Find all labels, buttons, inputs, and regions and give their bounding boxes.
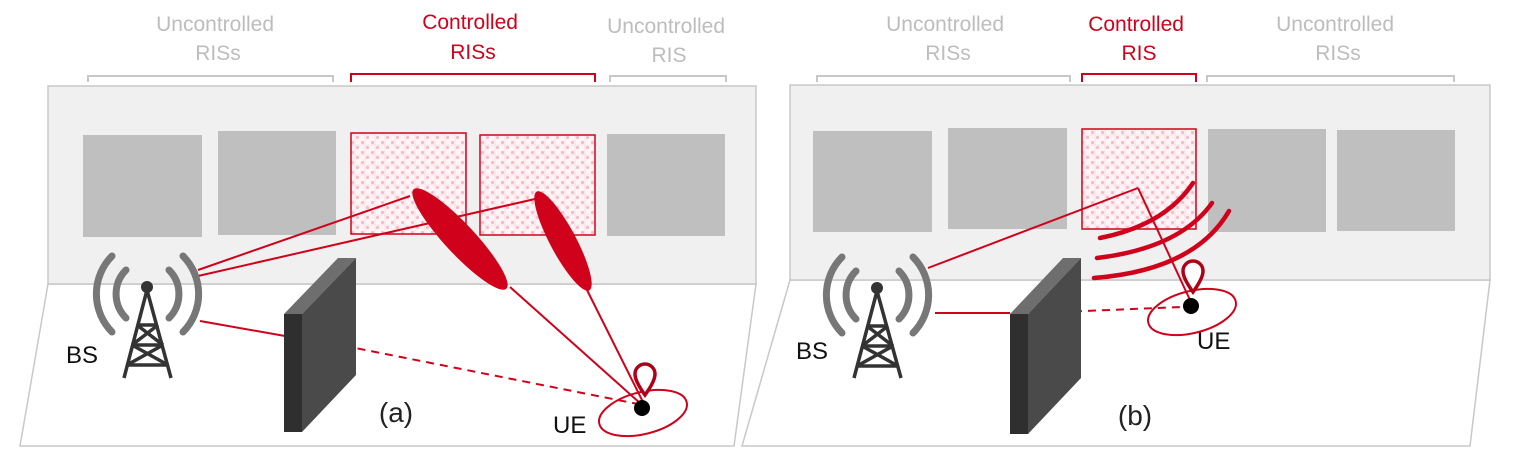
beam-lobe: [412, 188, 508, 290]
ris-panel-controlled: [1081, 128, 1197, 230]
ris-panel-uncontrolled: [948, 128, 1067, 229]
cell-tower-icon: [822, 253, 933, 379]
ris-panel-uncontrolled: [607, 134, 725, 236]
beam-lobe: [534, 191, 592, 291]
floor-b: [741, 279, 1491, 447]
bs-label-b: BS: [796, 338, 828, 365]
obstacle-block-icon: [1010, 258, 1081, 434]
location-pin-icon: [633, 362, 657, 398]
ue-area-a: [598, 388, 688, 438]
label-controlled-a: Controlled RISs: [422, 11, 524, 64]
cell-tower-icon: [92, 252, 203, 379]
ue-device-b: [1183, 298, 1199, 314]
panel-b: Uncontrolled RISs Controlled RIS Uncontr…: [741, 13, 1491, 447]
label-controlled-b: Controlled RIS: [1088, 13, 1190, 65]
ris-panel-uncontrolled: [1337, 130, 1455, 231]
bs-label-a: BS: [66, 342, 98, 369]
location-pin-icon: [1181, 259, 1205, 295]
label-left-uncontrolled-a: Uncontrolled RISs: [156, 13, 280, 65]
bracket-controlled-b: [1081, 73, 1197, 82]
label-right-uncontrolled-a: Uncontrolled RIS: [607, 15, 731, 67]
ris-panel-uncontrolled: [83, 135, 202, 237]
bracket-controlled-a: [350, 73, 596, 82]
ue-area-b: [1147, 287, 1237, 337]
focusing-arcs: [1091, 180, 1232, 281]
obstacle-block-icon: [284, 258, 356, 432]
label-left-uncontrolled-b: Uncontrolled RISs: [886, 13, 1010, 65]
bracket-left-a: [87, 75, 334, 82]
panel-a: Uncontrolled RISs Controlled RISs Uncont…: [19, 11, 757, 447]
ue-label-a: UE: [553, 412, 586, 439]
ris-panel-uncontrolled: [813, 131, 932, 232]
signal-paths-a: [197, 195, 644, 405]
ris-panel-uncontrolled: [218, 131, 336, 235]
bracket-right-a: [609, 75, 727, 82]
caption-a: (a): [379, 397, 413, 428]
caption-b: (b): [1118, 400, 1152, 431]
ue-device-a: [634, 400, 650, 416]
bracket-right-b: [1206, 75, 1455, 82]
ris-panel-controlled: [479, 134, 596, 236]
ue-label-b: UE: [1197, 328, 1230, 355]
label-right-uncontrolled-b: Uncontrolled RISs: [1276, 13, 1400, 65]
bracket-left-b: [816, 75, 1071, 82]
